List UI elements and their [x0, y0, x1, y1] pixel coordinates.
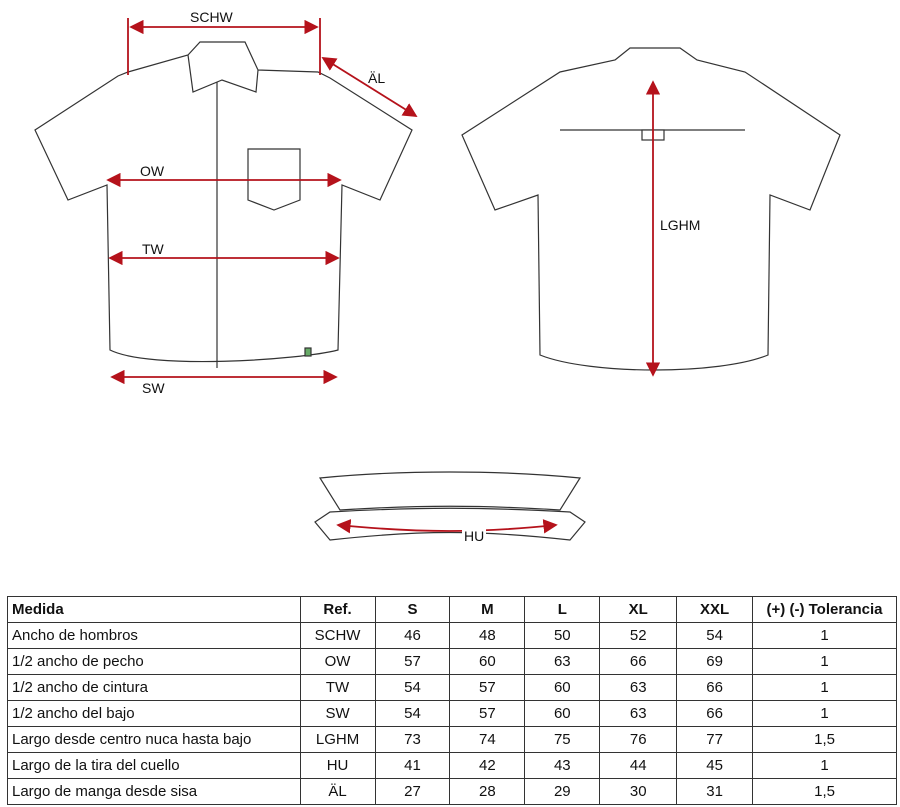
table-cell: 60: [524, 674, 601, 701]
table-cell: Ancho de hombros: [7, 622, 301, 649]
table-cell: 74: [449, 726, 526, 753]
header-cell: M: [449, 596, 526, 623]
table-cell: 69: [676, 648, 754, 675]
table-cell: 1: [752, 752, 897, 779]
header-cell: S: [374, 596, 451, 623]
table-cell: 1: [752, 622, 897, 649]
table-cell: 48: [449, 622, 526, 649]
header-cell: L: [524, 596, 601, 623]
label-tw: TW: [142, 241, 164, 257]
table-cell: 57: [449, 674, 526, 701]
table-cell: 52: [599, 622, 678, 649]
table-cell: 63: [599, 700, 678, 727]
table-cell: 54: [374, 674, 451, 701]
table-cell: 75: [524, 726, 601, 753]
table-cell: 66: [676, 700, 754, 727]
label-sw: SW: [142, 380, 165, 396]
header-cell: Medida: [7, 596, 301, 623]
table-cell: Largo de la tira del cuello: [7, 752, 301, 779]
table-cell: 63: [599, 674, 678, 701]
table-cell: 66: [676, 674, 754, 701]
table-cell: 1,5: [752, 726, 897, 753]
table-cell: HU: [299, 752, 376, 779]
table-cell: SW: [299, 700, 376, 727]
table-cell: 63: [524, 648, 601, 675]
size-table: Medida Ref. S M L XL XXL (+) (-) Toleran…: [7, 596, 897, 805]
label-al: ÄL: [368, 70, 386, 86]
shirt-diagrams: [34, 18, 841, 541]
table-cell: LGHM: [299, 726, 376, 753]
table-cell: 50: [524, 622, 601, 649]
table-cell: 57: [374, 648, 451, 675]
table-cell: Largo de manga desde sisa: [7, 778, 301, 805]
table-cell: 1/2 ancho de pecho: [7, 648, 301, 675]
table-cell: 54: [676, 622, 754, 649]
header-cell: XL: [599, 596, 678, 623]
shirt-back: [461, 47, 841, 371]
collar-band: [314, 471, 586, 541]
table-cell: 54: [374, 700, 451, 727]
table-cell: 44: [599, 752, 678, 779]
table-cell: 1,5: [752, 778, 897, 805]
table-cell: 43: [524, 752, 601, 779]
label-lghm: LGHM: [660, 217, 701, 233]
table-header: Medida Ref. S M L XL XXL (+) (-) Toleran…: [7, 596, 897, 623]
table-cell: ÄL: [299, 778, 376, 805]
table-cell: 1: [752, 648, 897, 675]
table-cell: 1/2 ancho del bajo: [7, 700, 301, 727]
table-cell: 29: [524, 778, 601, 805]
header-cell: (+) (-) Tolerancia: [752, 596, 897, 623]
table-cell: 1/2 ancho de cintura: [7, 674, 301, 701]
table-cell: 28: [449, 778, 526, 805]
measure-lines: [106, 18, 661, 534]
table-cell: 66: [599, 648, 678, 675]
label-hu: HU: [462, 528, 487, 544]
label-schw: SCHW: [190, 9, 233, 25]
table-cell: 73: [374, 726, 451, 753]
label-ow: OW: [140, 163, 165, 179]
header-cell: Ref.: [299, 596, 376, 623]
table-cell: 77: [676, 726, 754, 753]
header-cell: XXL: [676, 596, 754, 623]
table-cell: 57: [449, 700, 526, 727]
table-cell: 46: [374, 622, 451, 649]
table-cell: 41: [374, 752, 451, 779]
table-cell: 31: [676, 778, 754, 805]
table-cell: 1: [752, 674, 897, 701]
table-cell: 30: [599, 778, 678, 805]
shirt-front: [34, 41, 413, 368]
table-cell: 42: [449, 752, 526, 779]
table-cell: 45: [676, 752, 754, 779]
table-cell: 27: [374, 778, 451, 805]
table-cell: Largo desde centro nuca hasta bajo: [7, 726, 301, 753]
table-cell: 76: [599, 726, 678, 753]
table-cell: 60: [524, 700, 601, 727]
table-cell: SCHW: [299, 622, 376, 649]
table-cell: 1: [752, 700, 897, 727]
table-cell: TW: [299, 674, 376, 701]
table-cell: OW: [299, 648, 376, 675]
table-cell: 60: [449, 648, 526, 675]
